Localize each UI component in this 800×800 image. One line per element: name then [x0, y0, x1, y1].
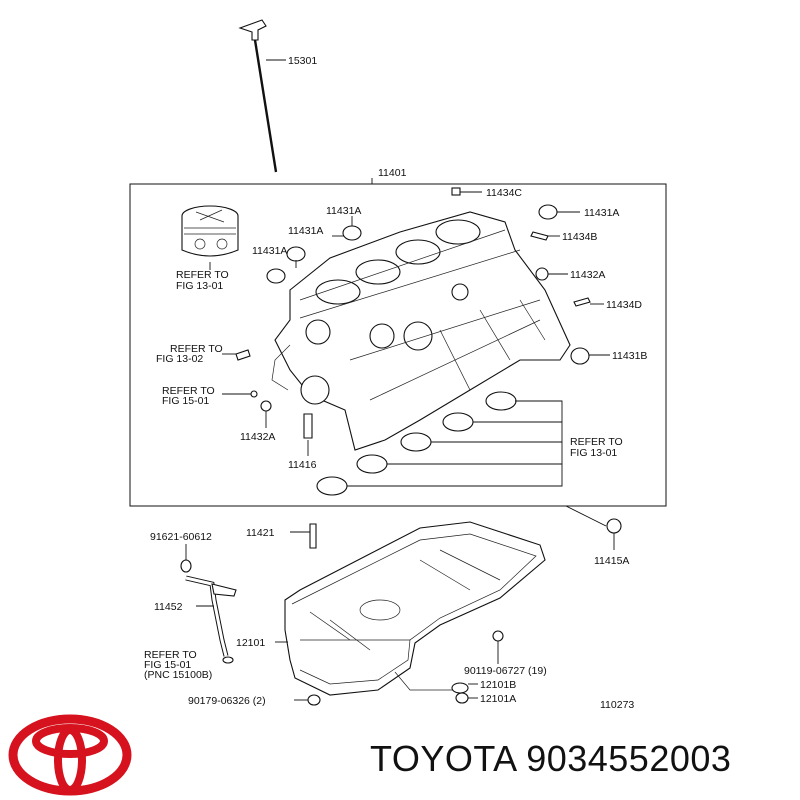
label-11452: 11452 — [154, 601, 183, 613]
label-90179-06326: 90179-06326 (2) — [188, 695, 266, 707]
oil-pan-drawing — [284, 521, 546, 696]
refer-strainer-line3: (PNC 15100B) — [144, 669, 212, 681]
label-110273: 110273 — [600, 699, 634, 711]
label-12101: 12101 — [236, 637, 265, 649]
small-parts — [235, 187, 591, 496]
refer-bearings-line1: REFER TO — [570, 436, 623, 448]
part-labels: 15301 11401 11434C 11431A 11431A 11431A … — [144, 55, 647, 711]
refer-piston-line2: FIG 13-01 — [176, 280, 223, 292]
label-12101a: 12101A — [480, 693, 516, 705]
brand-part-number: TOYOTA 9034552003 — [370, 738, 732, 779]
lower-leader-lines — [185, 505, 615, 701]
label-11434d: 11434D — [606, 299, 642, 311]
piston-drawing — [181, 205, 239, 270]
refer-piston-line1: REFER TO — [176, 269, 229, 281]
refer-strainer-line2: FIG 15-01 — [144, 659, 191, 671]
label-11415a: 11415A — [594, 555, 629, 567]
refer-1501-line1: REFER TO — [162, 385, 215, 397]
label-11432a-left: 11432A — [240, 431, 275, 443]
label-11431a-top-left: 11431A — [326, 205, 361, 217]
refer-1302-line1: REFER TO — [170, 343, 223, 355]
engine-block-drawing — [271, 211, 571, 451]
label-11432a-right: 11432A — [570, 269, 605, 281]
label-11434b: 11434B — [562, 231, 597, 243]
refer-strainer-line1: REFER TO — [144, 649, 197, 661]
dipstick-drawing — [238, 19, 286, 173]
label-11401: 11401 — [378, 167, 407, 179]
label-12101b: 12101B — [480, 679, 516, 691]
block-frame — [129, 183, 667, 507]
label-11434c: 11434C — [486, 187, 522, 199]
label-11431b: 11431B — [612, 350, 647, 362]
label-90119-06727: 90119-06727 (19) — [464, 665, 547, 677]
lower-small-parts — [307, 518, 622, 706]
label-11416: 11416 — [288, 459, 317, 471]
label-11421: 11421 — [246, 527, 275, 539]
label-11431a-left: 11431A — [252, 245, 287, 257]
toyota-logo — [8, 714, 132, 796]
label-15301: 15301 — [288, 55, 317, 67]
label-91621-60612: 91621-60612 — [150, 531, 212, 543]
refer-1302-line2: FIG 13-02 — [156, 353, 203, 365]
label-11431a-top-right: 11431A — [584, 207, 619, 219]
leader-lines — [222, 191, 610, 487]
refer-1501-line2: FIG 15-01 — [162, 395, 209, 407]
label-11431a-middle: 11431A — [288, 225, 323, 237]
oil-strainer-drawing — [180, 559, 237, 664]
refer-bearings-line2: FIG 13-01 — [570, 447, 617, 459]
